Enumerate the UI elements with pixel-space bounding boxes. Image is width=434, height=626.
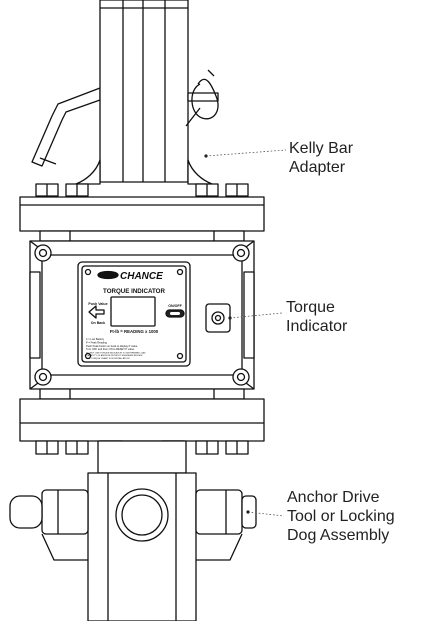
torque-leader: [229, 312, 283, 319]
callout-line: Tool or Locking: [287, 508, 395, 525]
formula-text: Ft-lb = READING x 1000: [110, 329, 159, 334]
kelly-bar-adapter: [31, 0, 249, 197]
arrow-left-icon: [88, 305, 105, 319]
torque-indicator-housing: [29, 240, 255, 390]
on-off-label: ON/OFF: [168, 304, 182, 308]
anchor-drive-tool: [9, 440, 257, 622]
anchor-leader: [247, 511, 285, 517]
leader-lines: [205, 149, 287, 517]
adapter-handle: [31, 87, 101, 167]
brand-text: CHANCE: [120, 271, 163, 282]
instruction-line: P = Peak Reading: [86, 340, 107, 344]
instruction-line: SEE TORQUE CHART FOR INSTALLATION: [86, 357, 130, 360]
lcd-window: [110, 296, 156, 327]
push-value-label: Push Value: [88, 302, 107, 306]
adapter-tube: [99, 0, 189, 183]
adapter-clip: [185, 69, 219, 127]
on-back-label: On Back: [91, 321, 106, 325]
lower-flange: [19, 398, 265, 442]
indicator-title: TORQUE INDICATOR: [103, 288, 165, 295]
chance-logo-badge: [97, 270, 119, 280]
kelly-leader: [205, 149, 287, 157]
callout-line: Kelly Bar: [289, 140, 354, 157]
instruction-line: b = Low Battery: [86, 337, 105, 341]
instruction-line: Push Peak button on back to display P va…: [86, 344, 138, 348]
callout-line: Indicator: [286, 318, 348, 335]
indicator-text: CHANCE TORQUE INDICATOR Push Value On Ba…: [86, 271, 183, 360]
torque-indicator-label: Torque Indicator: [286, 298, 347, 336]
callout-line: Torque: [286, 299, 335, 316]
tool-center-window: [115, 488, 169, 542]
upper-flange: [19, 196, 265, 232]
anchor-drive-tool-label: Anchor Drive Tool or Locking Dog Assembl…: [287, 488, 395, 545]
callout-line: Anchor Drive: [287, 489, 380, 506]
callout-line: Adapter: [289, 159, 346, 176]
instruction-line: DO NOT USE TORQUE INDICATOR TO DETERMINE…: [86, 351, 146, 354]
instruction-line: CAPACITY OF ANCHOR WITHOUT ENGINEER REVI…: [86, 354, 143, 357]
kelly-bar-adapter-label: Kelly Bar Adapter: [289, 139, 353, 177]
instruction-line: Turn OFF and then ON to RESET P value: [86, 347, 135, 351]
callout-line: Dog Assembly: [287, 527, 390, 544]
